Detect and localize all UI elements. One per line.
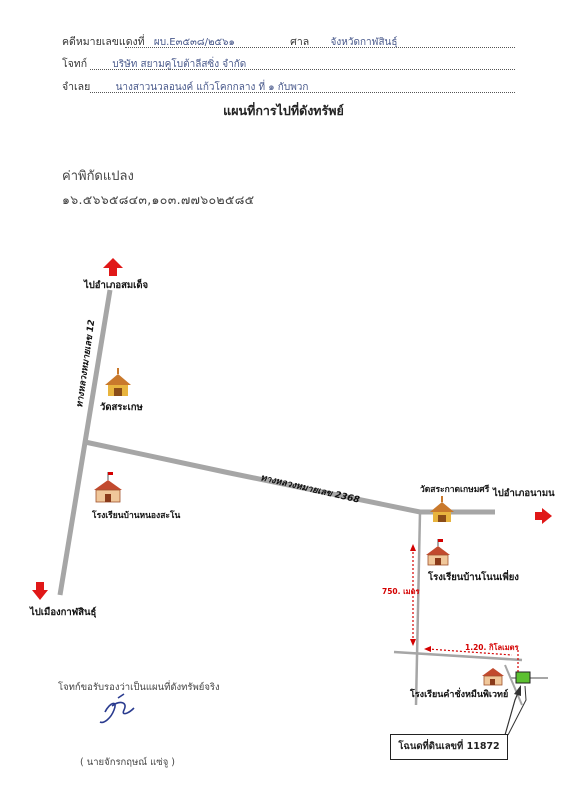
distance-arrow-up-icon — [410, 544, 416, 551]
defendant-row-dotted-line — [90, 92, 515, 93]
case-number-row: คดีหมายเลขแดงที่ ผบ.E๓๕๓๘/๒๕๖๑ ศาล จังหว… — [62, 33, 398, 50]
label-to-somdet: ไปอำเภอสมเด็จ — [83, 278, 148, 291]
arrow-up-icon — [103, 258, 123, 276]
school-icon — [482, 668, 504, 686]
local-road-east-west — [393, 650, 523, 662]
arrow-down-icon — [32, 582, 48, 600]
distance-arrow-down-icon — [410, 639, 416, 646]
label-school-kham-muang: โรงเรียนคำชั่งหมืนพิเวทย์ — [409, 687, 508, 700]
case-number-value: ผบ.E๓๕๓๘/๒๕๖๑ — [153, 37, 235, 48]
case-number-label: คดีหมายเลขแดงที่ — [62, 36, 145, 48]
signatory-name: ( นายจักรกฤษณ์ แซ่จู ) — [80, 757, 176, 768]
plaintiff-row: โจทก์ บริษัท สยามคูโบต้าลีสซิ่ง จำกัด — [62, 55, 246, 72]
school-icon — [426, 539, 450, 566]
case-row-dotted-line — [125, 47, 515, 48]
arrow-right-icon — [535, 508, 552, 524]
label-school-non-phiang: โรงเรียนบ้านโนนเพี่ยง — [427, 569, 519, 583]
label-to-namon: ไปอำเภอนามน — [492, 487, 555, 499]
label-wat-sa-kasemsri: วัดสระกาดเกษมศรี — [420, 484, 490, 495]
defendant-value: นางสาวนวลอนงค์ แก้วโคกกลาง ที่ ๑ กับพวก — [115, 82, 309, 93]
distance-arrow-left-icon — [424, 646, 431, 652]
property-plot-marker — [515, 671, 531, 684]
defendant-row: จำเลย นางสาวนวลอนงค์ แก้วโคกกลาง ที่ ๑ ก… — [62, 78, 308, 95]
signature — [99, 693, 135, 724]
temple-icon — [105, 368, 131, 396]
page-title: แผนที่การไปที่ดังทรัพย์ — [223, 103, 344, 118]
deed-callout-arrowhead-icon — [514, 685, 521, 696]
plaintiff-label: โจทก์ — [62, 58, 88, 70]
court-label: ศาล — [290, 36, 310, 48]
local-road-south — [414, 511, 422, 706]
label-highway-2368: ทางหลวงหมายเลข 2368 — [259, 473, 360, 506]
temple-icon — [430, 496, 454, 522]
label-to-kalasin: ไปเมืองกาฬสินธุ์ — [29, 606, 97, 618]
label-school-nong-sano: โรงเรียนบ้านหนองสะโน — [91, 510, 181, 521]
title-deed-box: โฉนดที่ดินเลขที่ 11872 — [390, 734, 508, 760]
school-icon — [94, 472, 122, 503]
plaintiff-value: บริษัท สยามคูโบต้าลีสซิ่ง จำกัด — [112, 59, 247, 70]
label-distance-1-20: 1.20. กิโลเมตร — [465, 642, 520, 652]
certification-text: โจทก์ขอรับรองว่าเป็นแผนที่ดังทรัพย์จริง — [58, 682, 220, 693]
deed-callout-arrow-outline — [507, 685, 527, 736]
coordinates-value: ๑๖.๕๖๖๕๘๔๓,๑๐๓.๗๗๖๐๒๕๘๕ — [62, 192, 255, 207]
label-distance-750: 750. เมตร — [382, 587, 420, 596]
plaintiff-row-dotted-line — [90, 69, 515, 70]
label-wat-sa-kesorn: วัดสระเกษ — [100, 402, 144, 413]
coordinates-label: ค่าพิกัดแปลง — [62, 169, 134, 184]
highway-2368-road — [84, 439, 495, 515]
local-road-branch — [504, 664, 523, 706]
court-value: จังหวัดกาฬสินธุ์ — [330, 37, 398, 48]
defendant-label: จำเลย — [62, 81, 91, 93]
